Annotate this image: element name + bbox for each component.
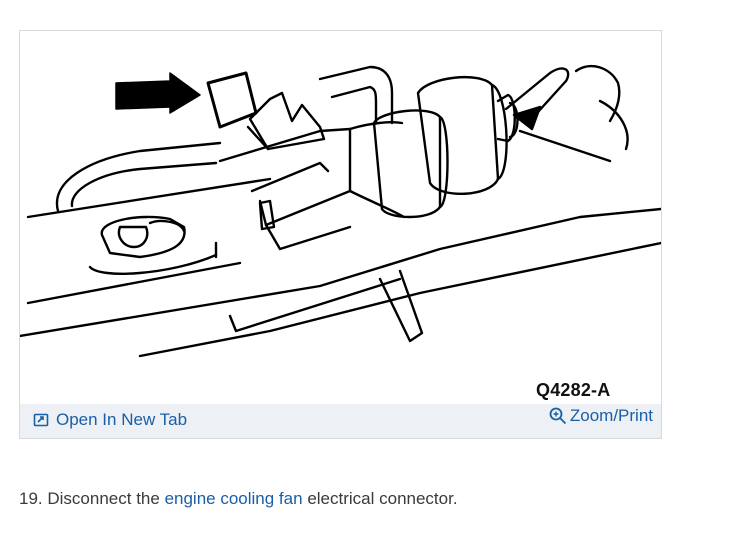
open-in-new-tab-label: Open In New Tab [56,410,188,429]
figure-action-bar: Open In New Tab Zoom/Print [20,404,661,438]
connector-illustration [20,64,661,358]
step-number: 19. [19,489,43,508]
step-text-after: electrical connector. [307,489,458,508]
instruction-step: 19. Disconnect the engine cooling fan el… [19,489,458,509]
open-in-new-tab-link[interactable]: Open In New Tab [33,410,187,430]
magnifier-icon [548,406,568,426]
engine-cooling-fan-link[interactable]: engine cooling fan [164,489,303,508]
zoom-print-label: Zoom/Print [569,406,653,425]
step-text-before: Disconnect the [47,489,160,508]
zoom-print-link[interactable]: Zoom/Print [548,406,653,426]
open-in-new-tab-icon [33,412,49,428]
figure-code: Q4282-A [536,380,611,400]
